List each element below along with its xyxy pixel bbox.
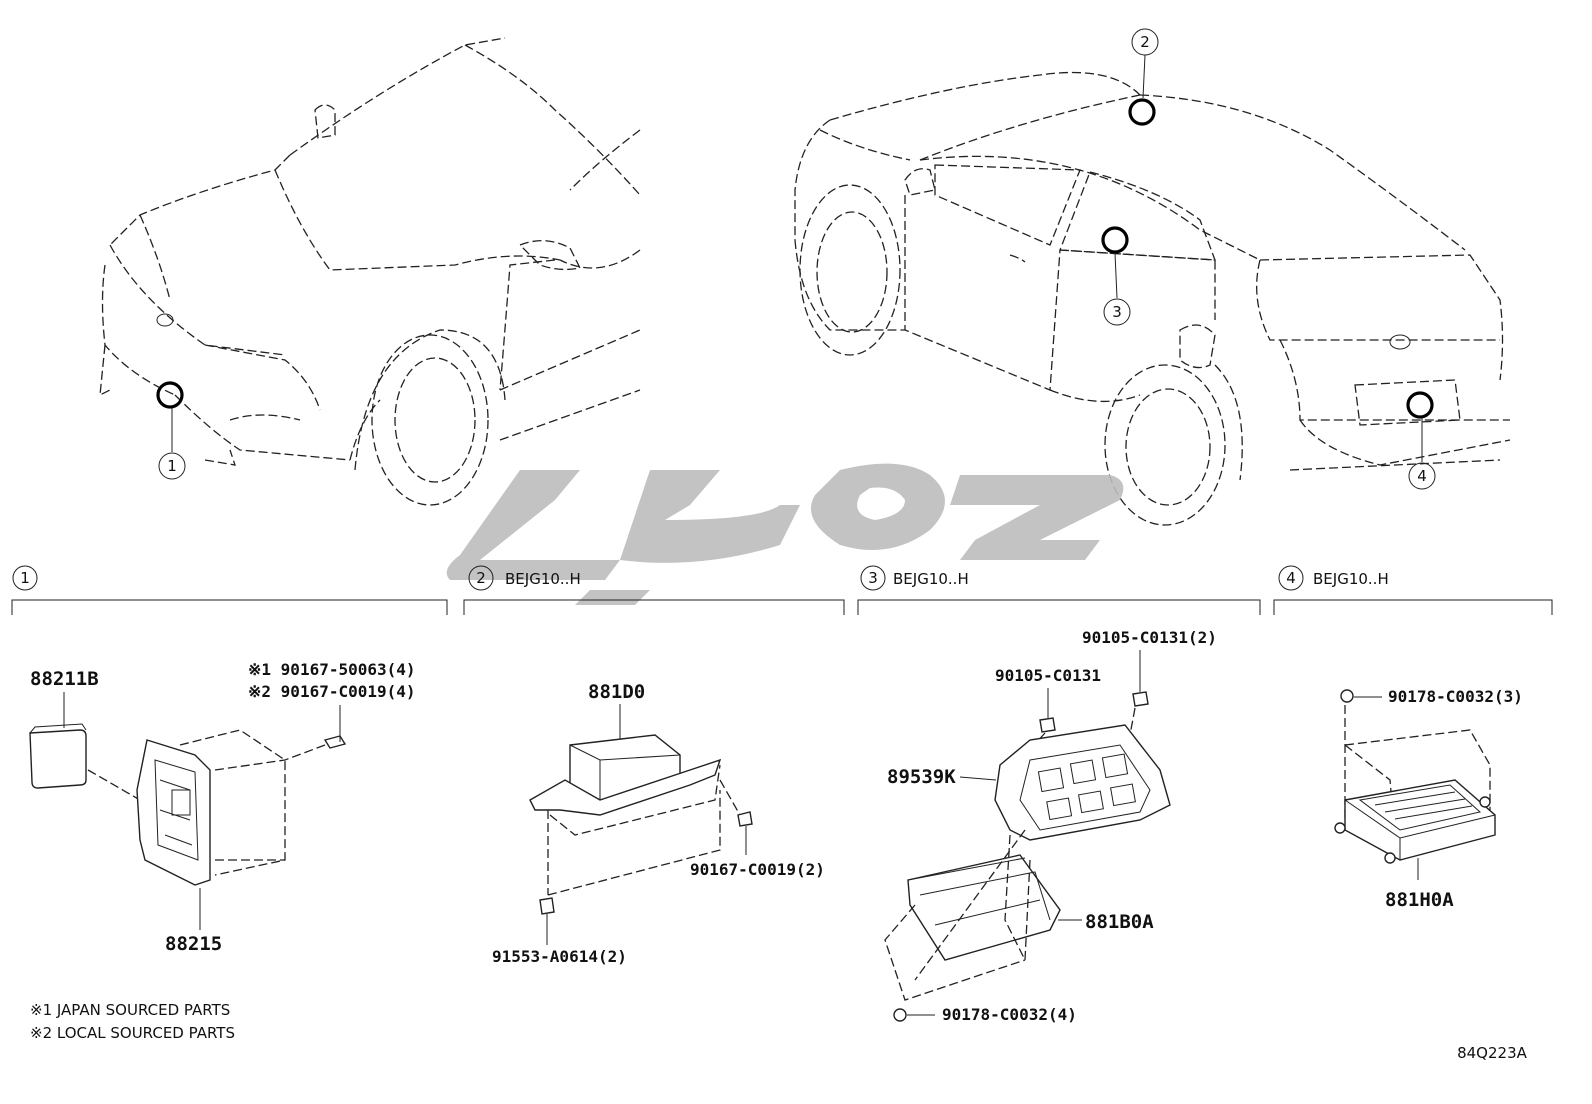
section-4-parts: 90178-C0032(3) 881H0A — [1334, 687, 1523, 911]
bolt-label-japan: ※1 90167-50063(4) — [248, 660, 416, 679]
bracket-881D0 — [529, 758, 722, 816]
part-91553-A0614-label: 91553-A0614(2) — [492, 947, 627, 966]
footnote-local: ※2 LOCAL SOURCED PARTS — [30, 1024, 235, 1042]
bolt-icon — [323, 735, 347, 749]
bolt-icon-top — [1132, 691, 1149, 707]
part-90105-C0131-label: 90105-C0131 — [995, 666, 1101, 685]
section-2-parts: 881D0 90167-C0019(2) 91553-A0614(2) — [492, 681, 825, 966]
part-90167-C0019-2-label: 90167-C0019(2) — [690, 860, 825, 879]
callout-number-4: 4 — [1417, 467, 1427, 485]
callout-number-3: 3 — [1112, 303, 1122, 321]
section-4-label: BEJG10..H — [1313, 570, 1389, 588]
bracket-88215 — [136, 739, 211, 886]
svg-text:1: 1 — [20, 569, 30, 587]
callout-number-2: 2 — [1140, 33, 1150, 51]
section-3-label: BEJG10..H — [893, 570, 969, 588]
part-88211B-label: 88211B — [30, 668, 99, 690]
bolt-label-local: ※2 90167-C0019(4) — [248, 682, 416, 701]
location-marker-4 — [1406, 391, 1434, 419]
radar-sensor-88211B — [29, 729, 87, 789]
svg-text:2: 2 — [476, 569, 486, 587]
ecu-881B0A — [907, 854, 1061, 961]
part-881D0-label: 881D0 — [588, 681, 645, 703]
callout-circle-4 — [1408, 462, 1436, 490]
location-marker-1 — [156, 381, 184, 409]
callout-number-1: 1 — [167, 457, 177, 475]
nut-icon — [893, 1008, 907, 1022]
rear-car-illustration: 2 3 4 — [794, 28, 1511, 526]
callout-circle-3 — [1103, 298, 1131, 326]
section-1-parts: 88211B 88215 ※1 90167-50063(4) ※2 90167-… — [29, 660, 416, 1042]
bolt-icon-left — [1039, 717, 1056, 733]
screw-icon-bottom — [539, 897, 555, 915]
location-marker-2 — [1128, 98, 1156, 126]
section-header-2: 2 BEJG10..H — [463, 565, 845, 615]
watermark-logo — [446, 463, 1124, 605]
location-marker-3 — [1101, 226, 1129, 254]
screw-icon — [737, 811, 753, 827]
svg-text:3: 3 — [868, 569, 878, 587]
part-90178-C0032-3-label: 90178-C0032(3) — [1388, 687, 1523, 706]
part-90178-C0032-4-label: 90178-C0032(4) — [942, 1005, 1077, 1024]
part-88215-label: 88215 — [165, 933, 222, 955]
front-car-illustration: 1 — [99, 37, 641, 506]
drawing-code: 84Q223A — [1457, 1044, 1528, 1062]
svg-text:4: 4 — [1286, 569, 1296, 587]
section-3-parts: 90105-C0131(2) 90105-C0131 89539K 881B0A… — [884, 628, 1217, 1024]
section-header-1: 1 — [11, 565, 448, 615]
nut-icon-4 — [1340, 689, 1354, 703]
part-881H0A-label: 881H0A — [1385, 889, 1454, 911]
footnote-japan: ※1 JAPAN SOURCED PARTS — [30, 1001, 230, 1019]
part-90105-C0131-2-label: 90105-C0131(2) — [1082, 628, 1217, 647]
section-2-label: BEJG10..H — [505, 570, 581, 588]
part-89539K-label: 89539K — [887, 766, 956, 788]
part-881B0A-label: 881B0A — [1085, 911, 1154, 933]
section-header-4: 4 BEJG10..H — [1273, 565, 1553, 615]
callout-circle-1 — [158, 452, 186, 480]
section-header-3: 3 BEJG10..H — [857, 565, 1261, 615]
